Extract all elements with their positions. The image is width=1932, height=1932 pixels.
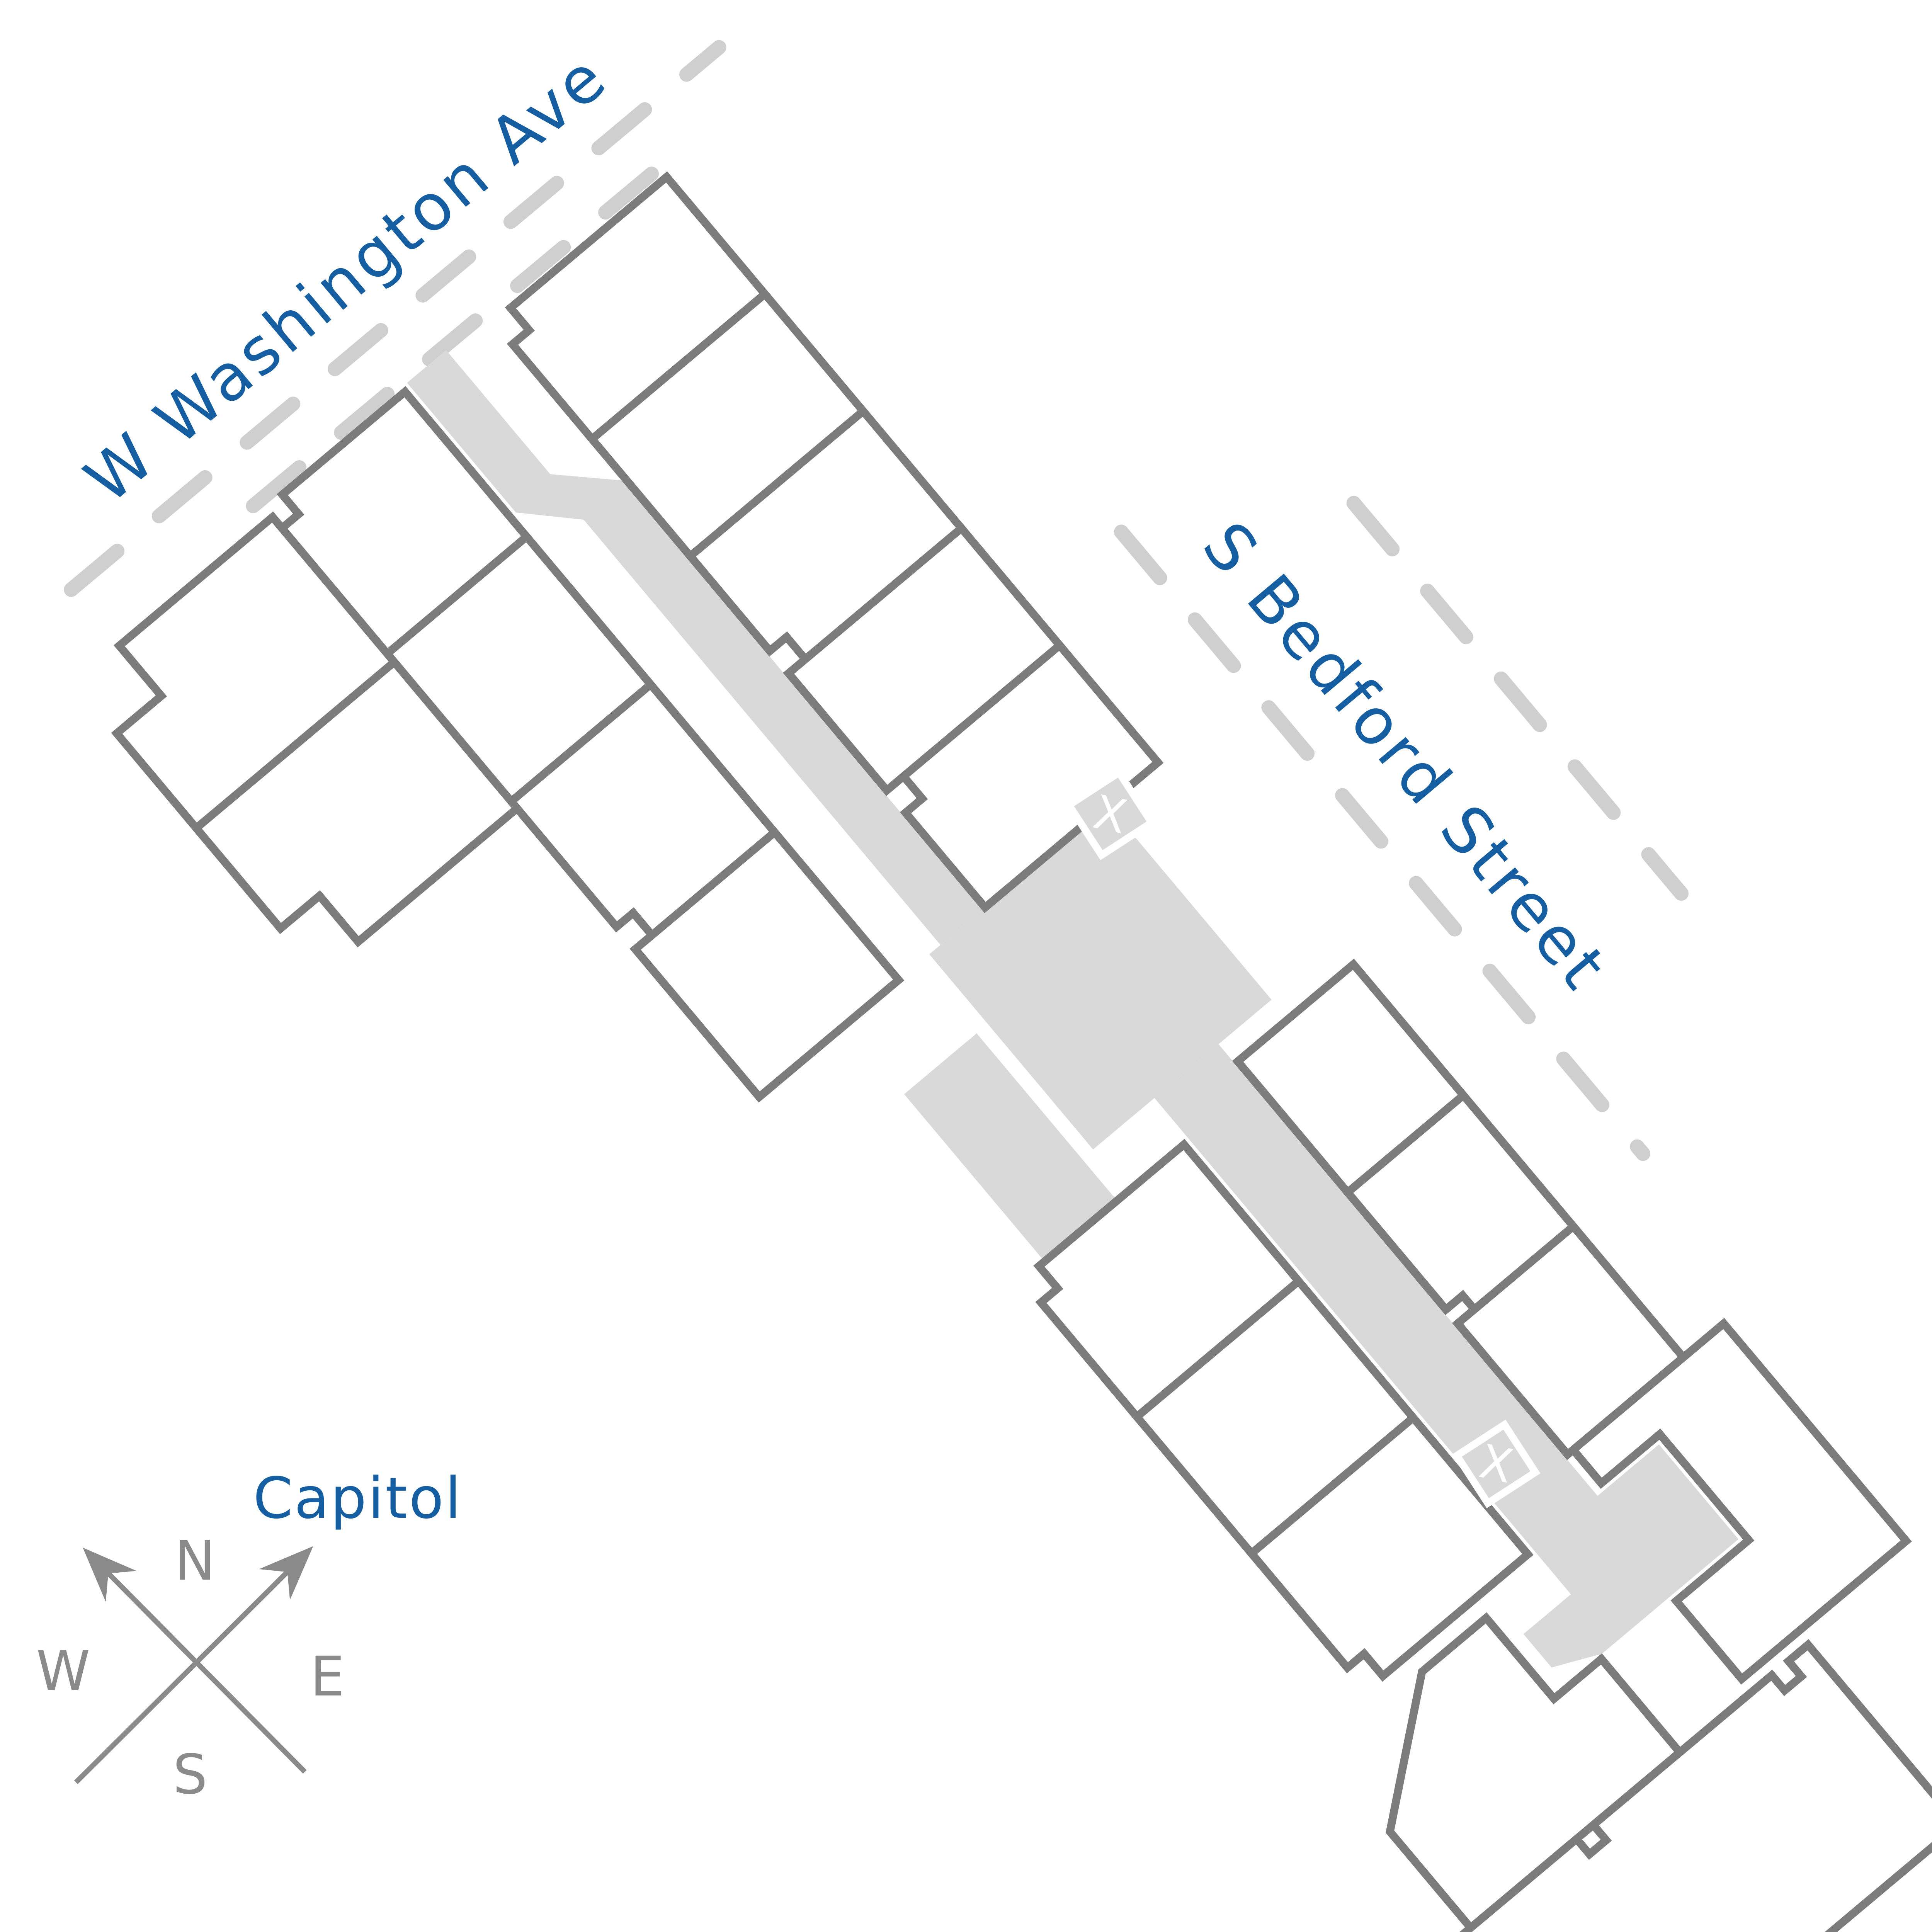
x-marker-diamond [1452, 1419, 1541, 1509]
walkway-lower-spine [1154, 1044, 1739, 1668]
compass-arrow-ne-line [74, 1551, 308, 1784]
washington-dash-line-inner [246, 134, 697, 514]
compass-arrow-nw-line [88, 1553, 307, 1774]
x-marker: X [1064, 767, 1157, 861]
compass-arrowhead-nw [83, 1548, 137, 1602]
street-bedford: S Bedford Street [1114, 496, 1689, 1161]
compass-arrowhead-ne [259, 1546, 313, 1600]
compass-label-east: E [310, 1645, 345, 1709]
compass-label-south: S [173, 1743, 207, 1806]
unit-outline [783, 522, 1066, 796]
walkway-central-plaza [929, 804, 1272, 1150]
capitol-label: Capitol [253, 1465, 462, 1531]
unit-outline [629, 827, 905, 1103]
street-label-bedford: S Bedford Street [1188, 509, 1622, 1005]
unit-outline [1452, 1221, 1689, 1460]
washington-dash-line-outer [64, 40, 726, 597]
bedford-dash-line-outer [1346, 496, 1689, 901]
x-marker: X [1452, 1419, 1541, 1509]
compass-label-west: W [36, 1640, 90, 1703]
unit-division [194, 659, 397, 832]
compass-rose: Capitol N S W E [36, 1465, 462, 1806]
compass-label-north: N [175, 1529, 216, 1593]
unit-outline-large-east [1567, 1318, 1912, 1685]
unit-outline [898, 639, 1164, 913]
unit-outline [1246, 1412, 1534, 1682]
x-marker-diamond [1064, 767, 1157, 861]
unit-outline-bottom-slab [1451, 1639, 1932, 1932]
walkway-side-pad [904, 1033, 1122, 1267]
walkway-entrance-spine [407, 350, 983, 945]
bedford-dash-line-inner [1114, 524, 1650, 1161]
